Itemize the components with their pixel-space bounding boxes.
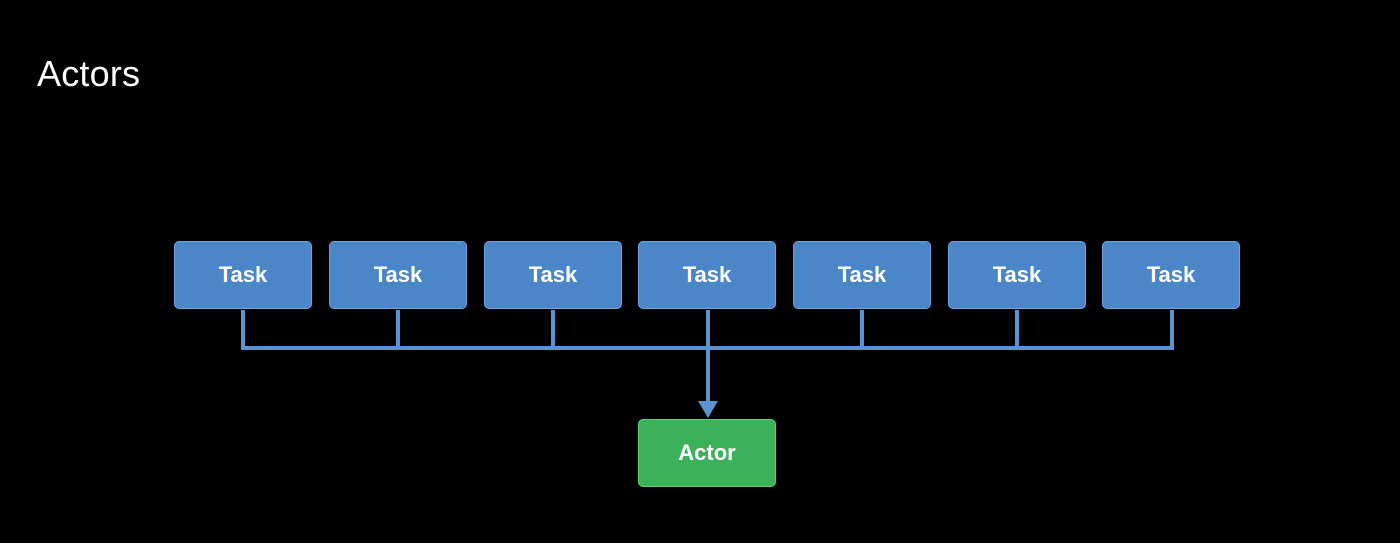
actor-label: Actor <box>678 440 736 465</box>
task-box-5: Task <box>793 241 931 309</box>
task-label: Task <box>218 262 268 287</box>
task-box-2: Task <box>329 241 467 309</box>
task-box-3: Task <box>484 241 622 309</box>
task-box-7: Task <box>1102 241 1240 309</box>
task-label: Task <box>528 262 578 287</box>
task-box-6: Task <box>948 241 1086 309</box>
slide-title: Actors <box>37 53 141 94</box>
arrowhead-down-icon <box>698 401 718 418</box>
task-label: Task <box>373 262 423 287</box>
task-label: Task <box>992 262 1042 287</box>
actor-box: Actor <box>638 419 776 487</box>
task-label: Task <box>682 262 732 287</box>
task-box-1: Task <box>174 241 312 309</box>
task-label: Task <box>1146 262 1196 287</box>
task-box-4: Task <box>638 241 776 309</box>
task-label: Task <box>837 262 887 287</box>
